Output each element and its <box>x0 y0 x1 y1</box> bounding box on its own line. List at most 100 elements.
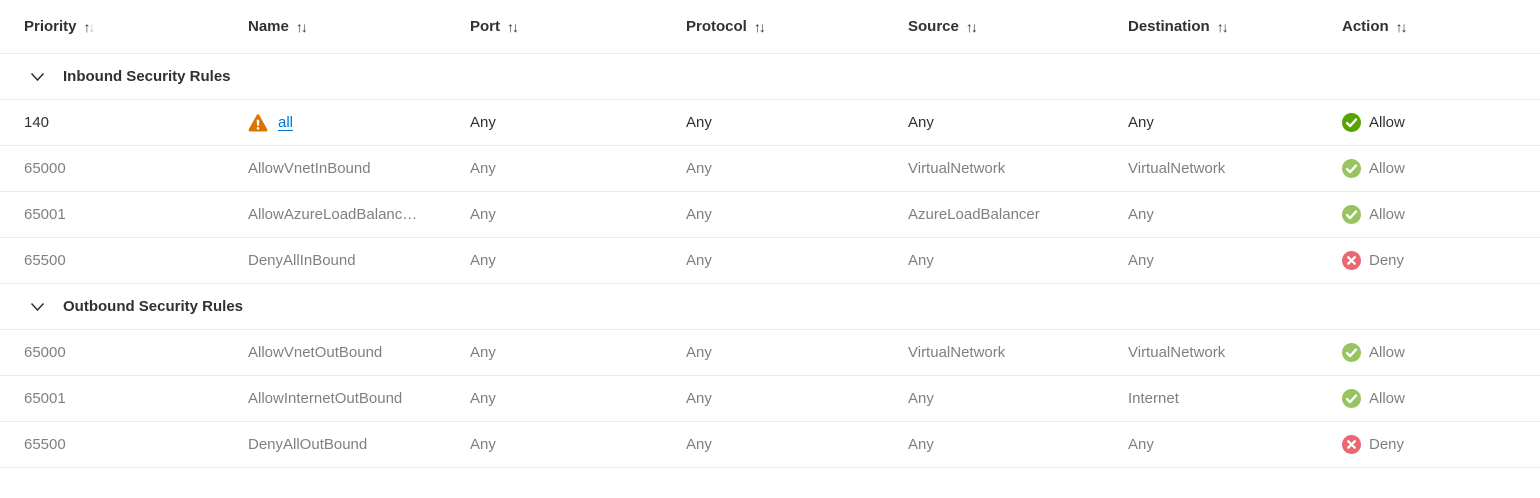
action-label: Deny <box>1369 436 1405 453</box>
section-header-outbound[interactable]: Outbound Security Rules <box>0 284 1540 330</box>
sort-icon: ↑↓ <box>1395 18 1408 35</box>
source-cell: Any <box>908 390 934 407</box>
sort-down-icon: ↓ <box>1400 18 1408 35</box>
sort-up-icon: ↑ <box>295 18 303 35</box>
action-label: Allow <box>1369 344 1405 361</box>
name-cell: all <box>248 113 470 133</box>
sort-down-icon: ↓ <box>1221 18 1229 35</box>
protocol-cell: Any <box>686 344 712 361</box>
column-header-priority[interactable]: Priority ↑↓ <box>24 18 248 35</box>
sort-up-icon: ↑ <box>753 18 761 35</box>
column-header-label: Port <box>470 18 500 35</box>
column-header-action[interactable]: Action ↑↓ <box>1342 18 1540 35</box>
deny-icon <box>1342 435 1361 454</box>
name-cell: DenyAllInBound <box>248 252 356 269</box>
destination-cell: VirtualNetwork <box>1128 344 1226 361</box>
name-cell: DenyAllOutBound <box>248 436 368 453</box>
source-cell: Any <box>908 436 934 453</box>
allow-icon <box>1342 205 1361 224</box>
column-header-label: Destination <box>1128 18 1210 35</box>
destination-cell: Any <box>1128 206 1154 223</box>
port-cell: Any <box>470 252 496 269</box>
port-cell: Any <box>470 114 496 131</box>
priority-cell: 140 <box>24 114 50 131</box>
table-row[interactable]: 140 all Any Any Any Any Allow <box>0 100 1540 146</box>
sort-up-icon: ↑ <box>1395 18 1403 35</box>
priority-cell: 65001 <box>24 206 66 223</box>
sort-down-icon: ↓ <box>970 18 978 35</box>
priority-cell: 65500 <box>24 436 66 453</box>
table-row[interactable]: 65500 DenyAllOutBound Any Any Any Any De… <box>0 422 1540 468</box>
warning-icon <box>248 113 268 133</box>
sort-up-icon: ↑ <box>1216 18 1224 35</box>
destination-cell: Internet <box>1128 390 1179 407</box>
priority-cell: 65000 <box>24 344 66 361</box>
sort-icon: ↑↓ <box>295 18 308 35</box>
sort-icon: ↑↓ <box>83 18 96 35</box>
column-header-name[interactable]: Name ↑↓ <box>248 18 470 35</box>
source-cell: Any <box>908 252 934 269</box>
section-title: Outbound Security Rules <box>63 298 244 315</box>
port-cell: Any <box>470 390 496 407</box>
section-title: Inbound Security Rules <box>63 68 231 85</box>
sort-down-icon: ↓ <box>88 18 96 35</box>
column-header-port[interactable]: Port ↑↓ <box>470 18 686 35</box>
destination-cell: Any <box>1128 252 1154 269</box>
sort-icon: ↑↓ <box>507 18 519 35</box>
destination-cell: VirtualNetwork <box>1128 160 1226 177</box>
table-row[interactable]: 65001 AllowInternetOutBound Any Any Any … <box>0 376 1540 422</box>
sort-up-icon: ↑ <box>965 18 973 35</box>
column-header-destination[interactable]: Destination ↑↓ <box>1128 18 1342 35</box>
action-label: Allow <box>1369 206 1405 223</box>
action-cell: Allow <box>1342 343 1540 362</box>
action-label: Allow <box>1369 390 1405 407</box>
table-row[interactable]: 65000 AllowVnetInBound Any Any VirtualNe… <box>0 146 1540 192</box>
source-cell: VirtualNetwork <box>908 160 1006 177</box>
section-header-inbound[interactable]: Inbound Security Rules <box>0 54 1540 100</box>
protocol-cell: Any <box>686 114 712 131</box>
protocol-cell: Any <box>686 206 712 223</box>
sort-up-icon: ↑ <box>83 18 91 35</box>
action-label: Allow <box>1369 160 1405 177</box>
action-cell: Deny <box>1342 251 1540 270</box>
table-row[interactable]: 65000 AllowVnetOutBound Any Any VirtualN… <box>0 330 1540 376</box>
action-label: Allow <box>1369 114 1405 131</box>
protocol-cell: Any <box>686 436 712 453</box>
table-row[interactable]: 65500 DenyAllInBound Any Any Any Any Den… <box>0 238 1540 284</box>
priority-cell: 65000 <box>24 160 66 177</box>
destination-cell: Any <box>1128 114 1154 131</box>
port-cell: Any <box>470 436 496 453</box>
chevron-down-icon <box>30 302 45 312</box>
action-label: Deny <box>1369 252 1405 269</box>
column-header-source[interactable]: Source ↑↓ <box>908 18 1128 35</box>
column-header-label: Name <box>248 18 289 35</box>
name-cell: AllowVnetInBound <box>248 160 371 177</box>
allow-icon <box>1342 343 1361 362</box>
source-cell: AzureLoadBalancer <box>908 206 1040 223</box>
chevron-down-icon <box>30 72 45 82</box>
table-row[interactable]: 65001 AllowAzureLoadBalanc… Any Any Azur… <box>0 192 1540 238</box>
rule-name-link[interactable]: all <box>278 114 294 131</box>
destination-cell: Any <box>1128 436 1154 453</box>
sort-icon: ↑↓ <box>965 18 978 35</box>
sort-icon: ↑↓ <box>1216 18 1229 35</box>
column-header-label: Priority <box>24 18 77 35</box>
source-cell: Any <box>908 114 934 131</box>
sort-icon: ↑↓ <box>753 18 766 35</box>
table-header-row: Priority ↑↓ Name ↑↓ Port ↑↓ Protocol ↑↓ … <box>0 0 1540 54</box>
action-cell: Allow <box>1342 389 1540 408</box>
sort-down-icon: ↓ <box>512 18 519 35</box>
sort-down-icon: ↓ <box>758 18 766 35</box>
protocol-cell: Any <box>686 252 712 269</box>
priority-cell: 65001 <box>24 390 66 407</box>
deny-icon <box>1342 251 1361 270</box>
action-cell: Deny <box>1342 435 1540 454</box>
column-header-protocol[interactable]: Protocol ↑↓ <box>686 18 908 35</box>
sort-down-icon: ↓ <box>300 18 308 35</box>
port-cell: Any <box>470 206 496 223</box>
protocol-cell: Any <box>686 160 712 177</box>
allow-icon <box>1342 389 1361 408</box>
priority-cell: 65500 <box>24 252 66 269</box>
action-cell: Allow <box>1342 159 1540 178</box>
protocol-cell: Any <box>686 390 712 407</box>
